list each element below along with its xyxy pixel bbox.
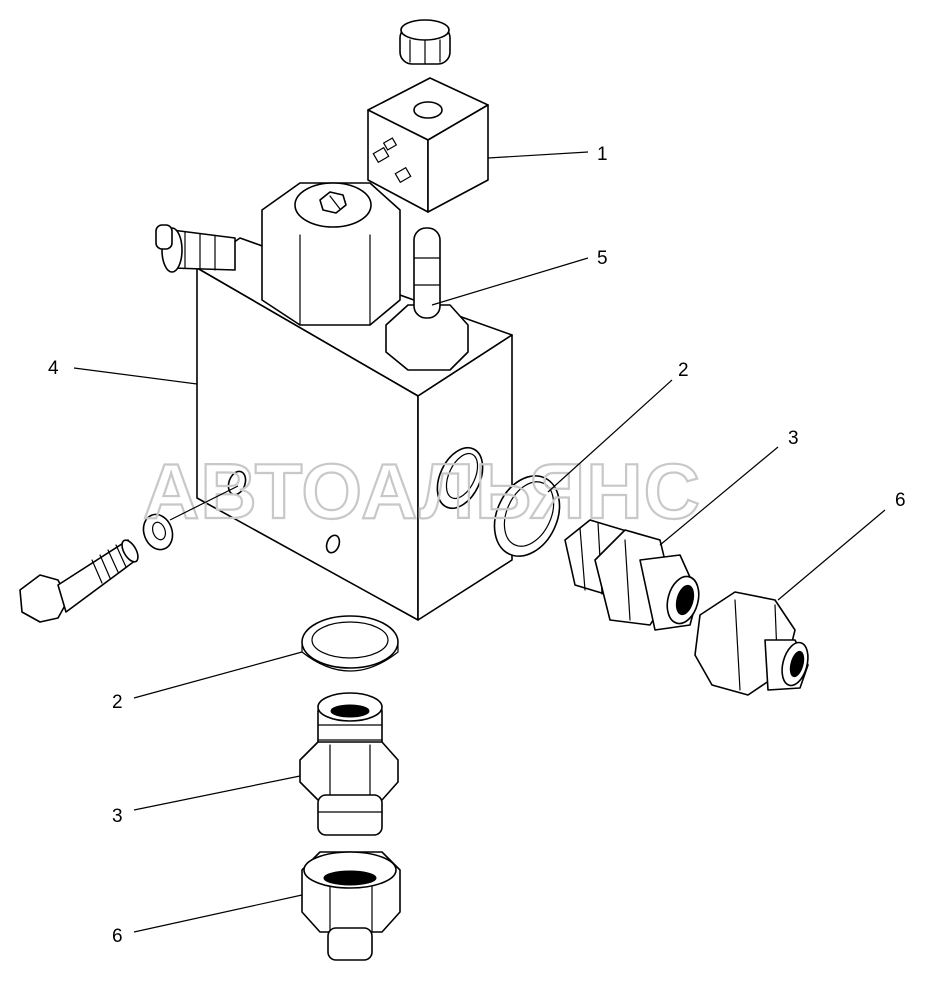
seal-ring-right [493,475,561,557]
callout-6-bottom: 6 [112,926,123,947]
callout-2-bottom: 2 [112,692,123,713]
watermark-text: АВТОАЛЬЯНС [143,447,701,535]
seal-ring-bottom [301,615,399,672]
callout-6-right: 6 [895,490,906,511]
plunger-pin [385,227,469,371]
washer-left [142,513,174,551]
callout-3-right: 3 [788,428,799,449]
solenoid-nut [261,182,401,326]
solenoid-coil [367,77,489,213]
callout-4: 4 [48,358,59,379]
leader-lines [73,151,886,933]
nut-bottom [301,851,401,961]
callout-3-bottom: 3 [112,806,123,827]
coil-cap [399,19,451,65]
nut-right [694,591,809,696]
bolt [19,539,139,623]
callout-1: 1 [597,144,608,165]
side-fitting [155,224,236,273]
union-fitting-bottom [299,692,399,836]
union-fitting-right [564,519,700,631]
callout-2-right: 2 [678,360,689,381]
callout-5: 5 [597,248,608,269]
